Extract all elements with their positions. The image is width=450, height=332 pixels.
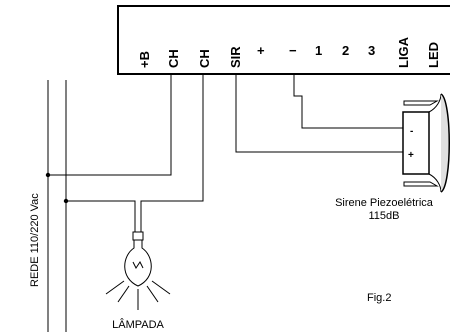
mains-label: REDE 110/220 Vac (29, 193, 41, 287)
lamp-label: LÂMPADA (112, 318, 164, 331)
lamp-junction-dot (63, 198, 69, 204)
siren-rating: 115dB (369, 210, 400, 222)
siren-positive-wire (235, 74, 410, 153)
lamp-icon (105, 231, 171, 310)
piezo-siren-icon (402, 93, 450, 193)
terminal-label-ch-1: CH (166, 49, 181, 68)
siren-plus-sign: + (408, 150, 414, 161)
siren-negative-wire (293, 74, 410, 129)
lamp-return-wire (66, 200, 136, 232)
ch1-wire (48, 74, 172, 176)
terminal-label-2: 2 (342, 43, 349, 58)
figure-label: Fig.2 (367, 292, 391, 304)
terminal-label-1: 1 (315, 43, 322, 58)
terminal-label-led: LED (426, 42, 441, 68)
siren-name: Sirene Piezoelétrica (335, 197, 434, 209)
terminal-label-b-plus: +B (137, 51, 152, 68)
terminal-block (117, 5, 450, 75)
terminal-label-plus: + (257, 43, 265, 58)
siren-minus-sign: - (410, 126, 413, 137)
terminal-label-sir: SIR (228, 46, 243, 68)
terminal-label-ch-2: CH (197, 49, 212, 68)
terminal-label-liga: LIGA (396, 36, 411, 68)
terminal-label-minus: − (289, 43, 297, 58)
terminal-label-3: 3 (368, 43, 375, 58)
ch1-junction-dot (45, 172, 51, 178)
ch2-wire (140, 74, 204, 232)
